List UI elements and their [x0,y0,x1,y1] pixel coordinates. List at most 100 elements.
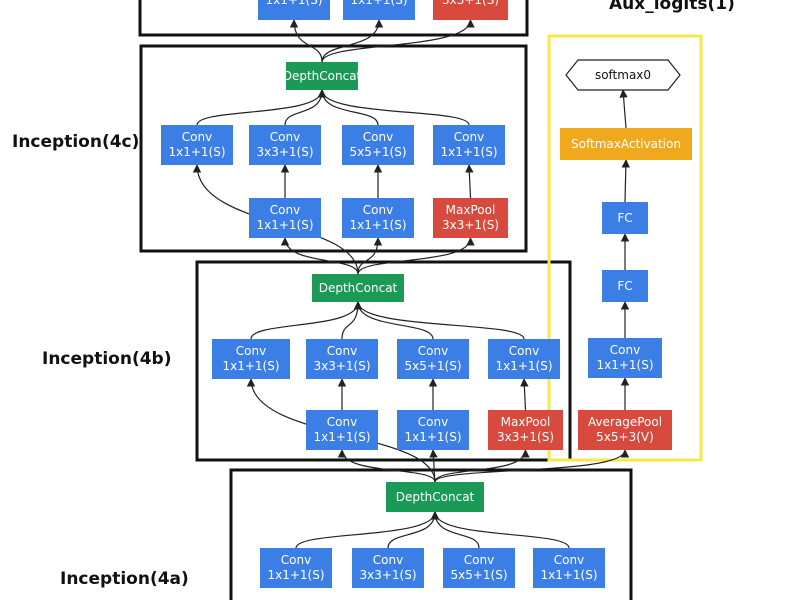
edge-b-concat-to-c-mp [357,237,475,275]
node-label-line2: 1x1+1(S) [267,568,324,582]
edge-a-concat-to-b-r5 [429,449,438,483]
node-label-line1: Conv [509,344,539,358]
edge-x-act-to-x-softmax [619,89,628,129]
conv-box [397,339,469,379]
conv-box [258,0,330,20]
node-label-line1: DepthConcat [396,490,475,504]
node-label-line2: 5x5+1(S) [450,568,507,582]
conv-box [397,410,469,450]
pool-box [578,410,672,450]
edge-c-concat-to-t-pool [321,19,475,63]
node-t-conv2: 1x1+1(S) [343,0,415,20]
node-label-line1: DepthConcat [283,69,362,83]
node-label-line1: 1x1+1(S) [265,0,322,7]
conv-box [212,339,290,379]
node-label-line1: Conv [418,344,448,358]
node-label-line1: Conv [281,553,311,567]
softmax_act-box [560,128,692,160]
node-label-line1: Conv [236,344,266,358]
node-label-line1: 3x3+1(S) [442,0,499,7]
node-label-line1: MaxPool [501,415,551,429]
edge-c-cp-to-c-concat [317,89,470,126]
edge-a-concat-to-b-mp [434,449,530,483]
conv-box [260,548,332,588]
concat-box [286,62,358,90]
edge-b-cp-to-b-concat [353,301,525,340]
node-label-line2: 1x1+1(S) [222,359,279,373]
edge-b-concat-to-c-r5 [357,237,383,275]
output-hexagon [565,59,681,91]
node-label-line1: SoftmaxActivation [571,137,681,151]
node-c-concat: DepthConcat [283,62,362,90]
node-label-line2: 1x1+1(S) [168,145,225,159]
node-label-line2: 3x3+1(S) [442,218,499,232]
edge-c-mp-to-c-cp [465,164,474,199]
edge-b-concat-to-c-r3 [280,237,359,275]
conv-box [343,0,415,20]
nodes: 1x1+1(S)1x1+1(S)3x3+1(S)DepthConcatConv1… [161,0,692,588]
node-label-line1: 1x1+1(S) [350,0,407,7]
conv-box [342,198,414,238]
conv-box [249,125,321,165]
inception-4a-label: Inception(4a) [60,569,189,589]
node-t-pool: 3x3+1(S) [433,0,508,20]
edge-b-c3-to-b-concat [341,301,363,340]
inception-4c-frame [139,44,528,253]
section-labels: Aux_logits(1) Inception(4c) Inception(4b… [12,0,735,589]
node-label-line1: Conv [554,553,584,567]
node-x-fc2: FC [602,202,648,234]
node-label-line1: Conv [182,130,212,144]
inception-4b-label: Inception(4b) [42,349,171,369]
node-x-act: SoftmaxActivation [560,128,692,160]
conv-box [588,338,662,378]
node-label-line1: Conv [363,130,393,144]
concat-box [312,274,404,302]
inception-4c-label: Inception(4c) [12,132,139,152]
pool-box [433,198,508,238]
edge-x-fc2-to-x-act [621,159,631,203]
conv-box [488,339,560,379]
node-label-line1: Conv [373,553,403,567]
node-label-line1: Conv [418,415,448,429]
node-label-line2: 3x3+1(S) [497,430,554,444]
aux-logits-label: Aux_logits(1) [609,0,735,14]
edge-b-c1-to-b-concat [250,301,363,340]
node-label-line1: Conv [327,415,357,429]
node-label-line1: Conv [270,203,300,217]
edge-a-concat-to-b-r3 [337,449,436,483]
node-label-line2: 5x5+1(S) [404,359,461,373]
inception-4b-frame [195,260,572,462]
node-label-line1: FC [617,279,632,293]
node-label-line2: 1x1+1(S) [256,218,313,232]
edge-c-c5-to-c-concat [317,89,379,126]
conv-box [602,202,648,234]
pool-box [433,0,508,20]
conv-box [342,125,414,165]
edge-b-c5-to-b-concat [353,301,434,340]
node-label-line2: 1x1+1(S) [349,218,406,232]
node-label-line2: 1x1+1(S) [404,430,461,444]
node-label-line1: MaxPool [446,203,496,217]
conv-box [306,410,378,450]
node-label-line2: 3x3+1(S) [256,145,313,159]
node-label-line2: 1x1+1(S) [313,430,370,444]
edge-b-mp-to-b-cp [520,378,529,411]
node-label-line1: Conv [327,344,357,358]
node-label-line1: Conv [610,343,640,357]
node-label-line1: Conv [454,130,484,144]
edge-c-concat-to-t-conv2 [321,19,384,63]
